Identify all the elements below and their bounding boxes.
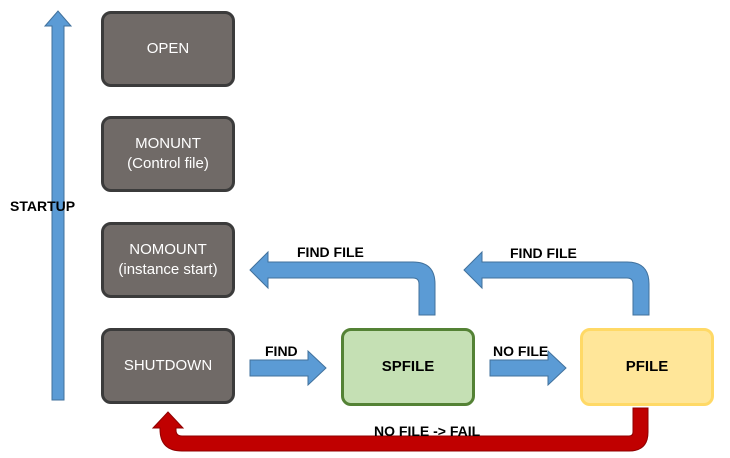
- fail-arrow: [151, 407, 649, 452]
- state-open: OPEN: [101, 11, 235, 87]
- find-label: FIND: [265, 343, 298, 359]
- state-spfile: SPFILE: [341, 328, 475, 406]
- find-file-label-spfile: FIND FILE: [297, 244, 364, 260]
- no-file-arrow: [489, 349, 567, 387]
- find-file-label-pfile: FIND FILE: [510, 245, 577, 261]
- state-shutdown: SHUTDOWN: [101, 328, 235, 404]
- state-pfile-label: PFILE: [625, 358, 669, 375]
- state-mount-sublabel: (Control file): [127, 155, 209, 172]
- find-file-arrow-pfile: [463, 250, 650, 316]
- find-file-arrow-spfile: [249, 250, 436, 316]
- no-file-label: NO FILE: [493, 343, 549, 359]
- state-mount: MONUNT (Control file): [101, 116, 235, 192]
- state-nomount: NOMOUNT (instance start): [101, 222, 235, 298]
- find-arrow: [249, 349, 327, 387]
- state-nomount-label: NOMOUNT: [129, 241, 207, 258]
- state-nomount-sublabel: (instance start): [118, 261, 218, 278]
- state-shutdown-label: SHUTDOWN: [123, 357, 213, 374]
- state-spfile-label: SPFILE: [381, 358, 435, 375]
- state-open-label: OPEN: [146, 40, 190, 57]
- startup-arrow: [43, 10, 73, 401]
- fail-label: NO FILE -> FAIL: [374, 423, 481, 439]
- state-pfile: PFILE: [580, 328, 714, 406]
- startup-label: STARTUP: [10, 198, 76, 214]
- state-mount-label: MONUNT: [135, 135, 201, 152]
